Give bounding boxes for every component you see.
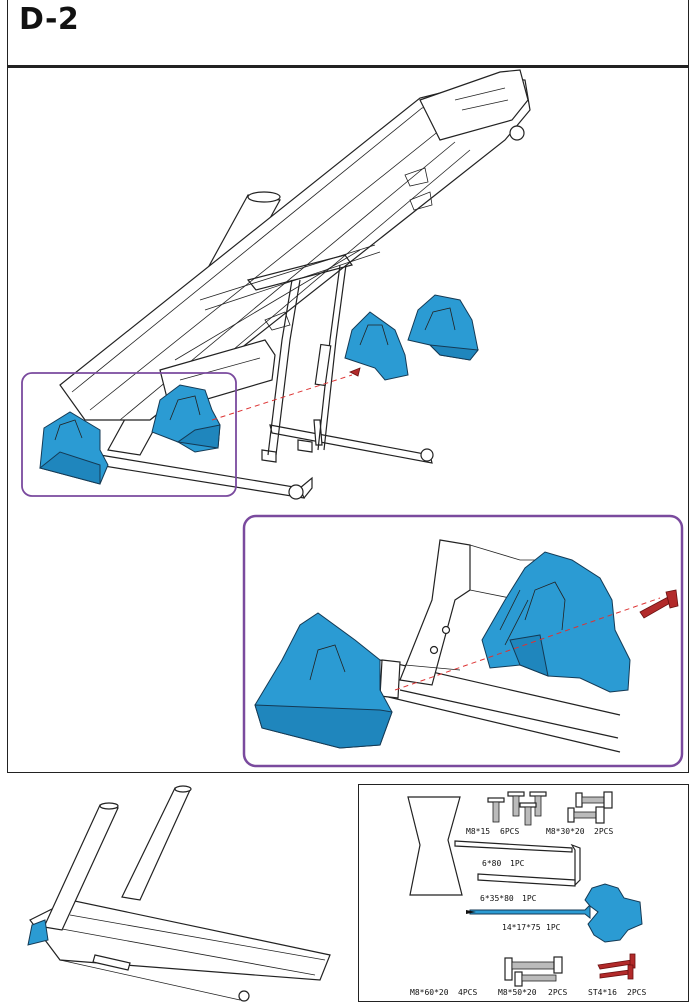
assembled-treadmill xyxy=(27,785,331,1002)
part-qty: 1PC xyxy=(546,923,561,932)
part-name: M8*15 xyxy=(466,827,490,836)
part-name: M8*60*20 xyxy=(410,988,449,997)
part-name: ST4*16 xyxy=(588,988,617,997)
parts-list: M8*15 6PCS M8*30*20 2PCS 6*80 1PC 6*35*8… xyxy=(407,791,646,997)
part-qty: 6PCS xyxy=(500,827,519,836)
alignment-line xyxy=(211,374,353,421)
part-name: 6*80 xyxy=(482,859,501,868)
long-bolt-icon xyxy=(504,956,563,987)
part-qty: 2PCS xyxy=(594,827,613,836)
detail-alignment-line xyxy=(394,597,661,691)
parts-list-frame xyxy=(358,784,689,1002)
part-qty: 1PC xyxy=(510,859,525,868)
main-illustration-frame xyxy=(7,66,689,773)
sleeve-bolt-icon xyxy=(567,791,613,824)
detail-highlight-box xyxy=(21,372,237,497)
step-label: D-2 xyxy=(19,2,80,37)
right-end-cap-cover-installed xyxy=(151,384,221,453)
loose-cover-1 xyxy=(344,311,409,381)
part-qty: 4PCS xyxy=(458,988,477,997)
part-qty: 1PC xyxy=(522,894,537,903)
part-name: M8*50*20 xyxy=(498,988,537,997)
detail-view xyxy=(254,539,679,753)
part-name: 14*17*75 xyxy=(502,923,541,932)
loose-cover-2 xyxy=(407,294,479,361)
t-wrench-icon xyxy=(407,796,463,896)
part-qty: 2PCS xyxy=(548,988,567,997)
folded-treadmill xyxy=(59,69,531,500)
part-name: M8*30*20 xyxy=(546,827,585,836)
combination-wrench-icon xyxy=(466,883,643,943)
left-end-cap-cover xyxy=(38,411,109,485)
screw-icon xyxy=(349,367,361,377)
part-name: 6*35*80 xyxy=(480,894,514,903)
title-bar: D-2 xyxy=(7,0,689,66)
bolt-icon xyxy=(487,791,547,826)
self-tapping-screw-icon xyxy=(597,953,636,980)
part-qty: 2PCS xyxy=(627,988,646,997)
